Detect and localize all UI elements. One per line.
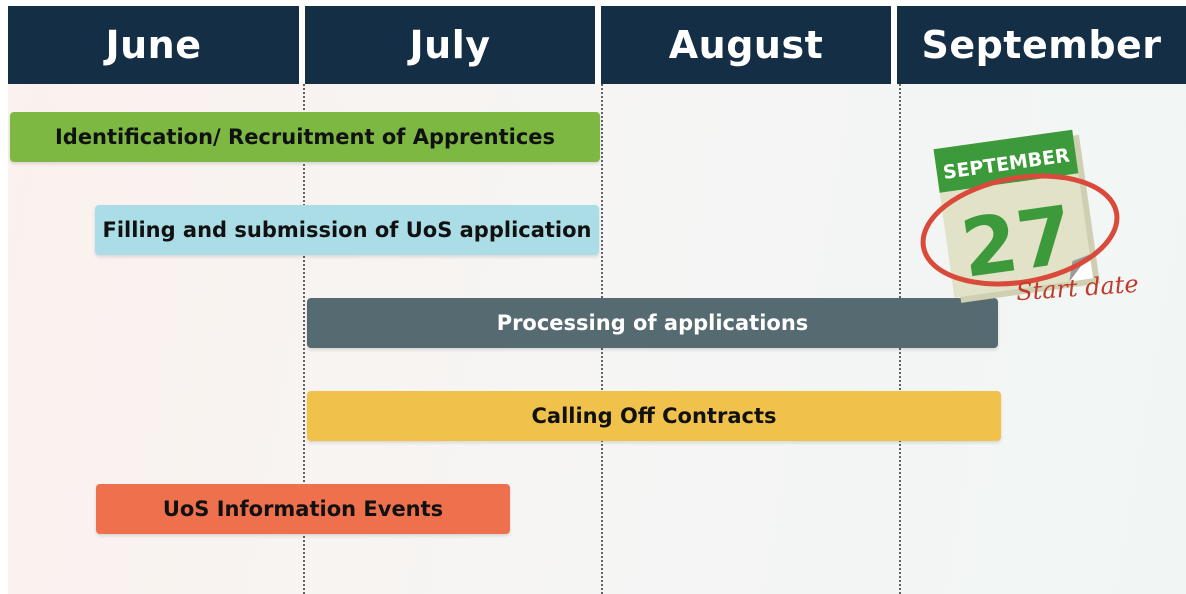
month-divider-july: [303, 84, 305, 594]
task-bar-recruitment: Identification/ Recruitment of Apprentic…: [10, 112, 600, 162]
month-header: June July August September: [8, 6, 1186, 84]
month-june: June: [8, 6, 299, 84]
task-bar-contracts: Calling Off Contracts: [307, 391, 1001, 441]
calendar-day-text: 27: [956, 188, 1079, 296]
task-bar-processing: Processing of applications: [307, 298, 998, 348]
calendar-icon: SEPTEMBER 27: [920, 129, 1120, 303]
red-circle-mark: [920, 173, 1120, 287]
task-bar-info-events: UoS Information Events: [96, 484, 510, 534]
task-bar-application: Filling and submission of UoS applicatio…: [95, 205, 599, 255]
month-august: August: [601, 6, 891, 84]
month-september: September: [897, 6, 1186, 84]
timeline-diagram: June July August September Identificatio…: [8, 6, 1186, 594]
month-july: July: [305, 6, 595, 84]
